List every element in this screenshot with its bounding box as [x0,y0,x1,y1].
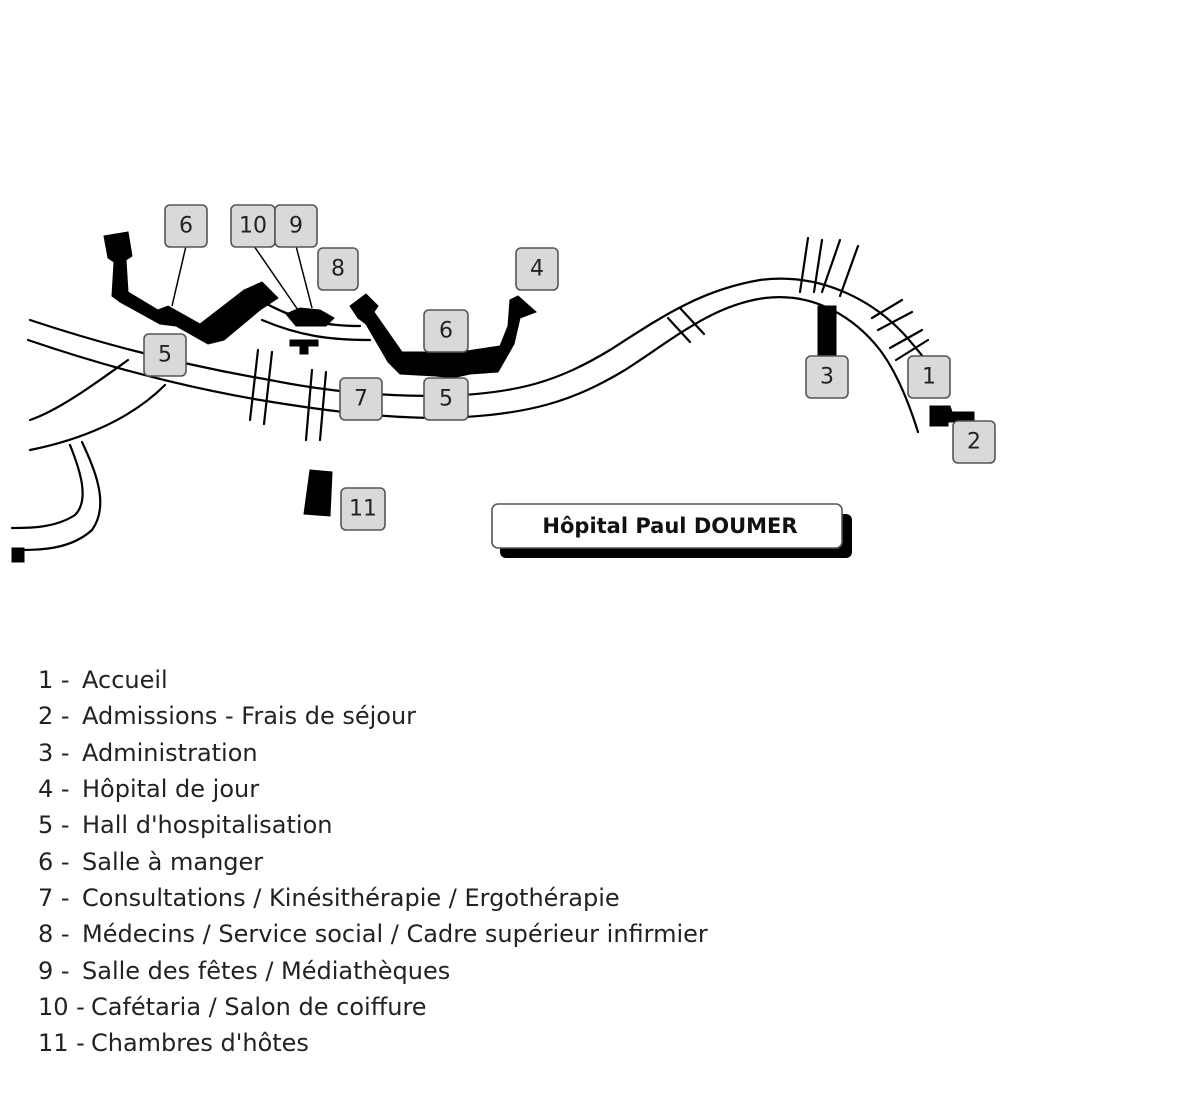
marker-label: 10 [239,214,267,239]
marker-label: 5 [439,387,453,412]
legend-number: 2 - [38,702,70,731]
marker-9[interactable]: 9 [274,204,318,248]
marker-label: 8 [331,257,345,282]
legend-number: 8 - [38,920,70,949]
legend-number: 1 - [38,666,70,695]
legend-number: 6 - [38,847,70,876]
leader-10 [253,245,299,311]
legend-item-5: 5 - Hall d'hospitalisation [38,807,708,843]
marker-label: 2 [967,430,981,455]
marker-label: 5 [158,343,172,368]
building-central-stem [289,339,319,355]
north-road-b [812,238,824,294]
marker-label: 3 [820,365,834,390]
spur-road-b [678,306,706,336]
hospital-site-map: 6 10 9 8 4 6 5 7 5 3 1 2 [10,204,996,563]
building-west-complex [103,231,279,345]
hospital-title: Hôpital Paul DOUMER [542,514,797,538]
west-road-upper [28,358,130,422]
marker-5-west[interactable]: 5 [143,333,187,377]
legend-item-10: 10 - Cafétaria / Salon de coiffure [38,989,708,1025]
east-crossing-b [876,310,914,332]
legend-text: Administration [82,738,258,767]
north-road-a [798,236,810,294]
title-box-frame [491,503,843,549]
main-road-lower-edge [26,296,920,434]
legend-text: Cafétaria / Salon de coiffure [91,992,427,1021]
legend-number: 10 - [38,992,85,1021]
marker-4[interactable]: 4 [515,247,559,291]
legend-text: Hall d'hospitalisation [82,811,333,840]
east-crossing-c [888,328,924,350]
sw-road-right [12,440,102,552]
legend: 1 - Accueil 2 - Admissions - Frais de sé… [38,662,708,1061]
legend-text: Chambres d'hôtes [91,1029,309,1058]
legend-number: 4 - [38,775,70,804]
main-road-upper-edge [28,277,947,398]
legend-text: Salle à manger [82,847,264,876]
crossing-2b [318,370,328,442]
legend-number: 9 - [38,956,70,985]
legend-item-2: 2 - Admissions - Frais de séjour [38,698,708,734]
west-road-lower [28,383,167,452]
marker-11[interactable]: 11 [340,487,386,531]
building-central-small [285,307,335,327]
crossing-2a [304,368,314,442]
north-road-d [838,244,860,298]
legend-text: Accueil [82,666,168,695]
marker-7[interactable]: 7 [339,377,383,421]
building-3 [817,305,837,357]
marker-1[interactable]: 1 [907,355,951,399]
north-road-c [820,238,842,294]
legend-item-11: 11 - Chambres d'hôtes [38,1025,708,1061]
legend-text: Admissions - Frais de séjour [82,702,417,731]
legend-text: Consultations / Kinésithérapie / Ergothé… [82,883,620,912]
marker-label: 9 [289,214,303,239]
marker-3[interactable]: 3 [805,355,849,399]
marker-2[interactable]: 2 [952,420,996,464]
leader-9 [295,245,313,309]
marker-label: 4 [530,257,544,282]
building-middle-complex [349,293,537,379]
legend-text: Hôpital de jour [82,775,260,804]
marker-8[interactable]: 8 [317,247,359,291]
legend-text: Salle des fêtes / Médiathèques [82,956,451,985]
crossing-1b [262,350,274,426]
legend-item-6: 6 - Salle à manger [38,843,708,879]
marker-label: 6 [439,319,453,344]
leader-6a [171,245,187,307]
legend-number: 5 - [38,811,70,840]
legend-text: Médecins / Service social / Cadre supéri… [82,920,708,949]
legend-item-3: 3 - Administration [38,735,708,771]
marker-10[interactable]: 10 [230,204,276,248]
marker-label: 1 [922,365,936,390]
spur-road-a [666,316,692,344]
east-crossing-a [870,298,904,320]
legend-number: 3 - [38,738,70,767]
marker-5-middle[interactable]: 5 [423,377,469,421]
leader-lines [171,245,313,311]
crossing-1a [248,348,260,422]
legend-number: 11 - [38,1029,85,1058]
building-sw-small [11,547,25,563]
service-lane-lower [260,318,372,342]
marker-label: 11 [349,497,377,522]
building-11 [303,469,333,517]
roads [10,236,947,552]
legend-item-1: 1 - Accueil [38,662,708,698]
hospital-title-box: Hôpital Paul DOUMER [491,503,852,558]
legend-item-4: 4 - Hôpital de jour [38,771,708,807]
sw-road-left [10,443,84,530]
marker-6-west[interactable]: 6 [164,204,208,248]
marker-label: 7 [354,387,368,412]
legend-item-7: 7 - Consultations / Kinésithérapie / Erg… [38,880,708,916]
legend-number: 7 - [38,883,70,912]
east-crossing-d [894,338,930,362]
legend-item-9: 9 - Salle des fêtes / Médiathèques [38,952,708,988]
marker-6-middle[interactable]: 6 [423,309,469,353]
marker-label: 6 [179,214,193,239]
legend-item-8: 8 - Médecins / Service social / Cadre su… [38,916,708,952]
buildings [11,231,975,563]
